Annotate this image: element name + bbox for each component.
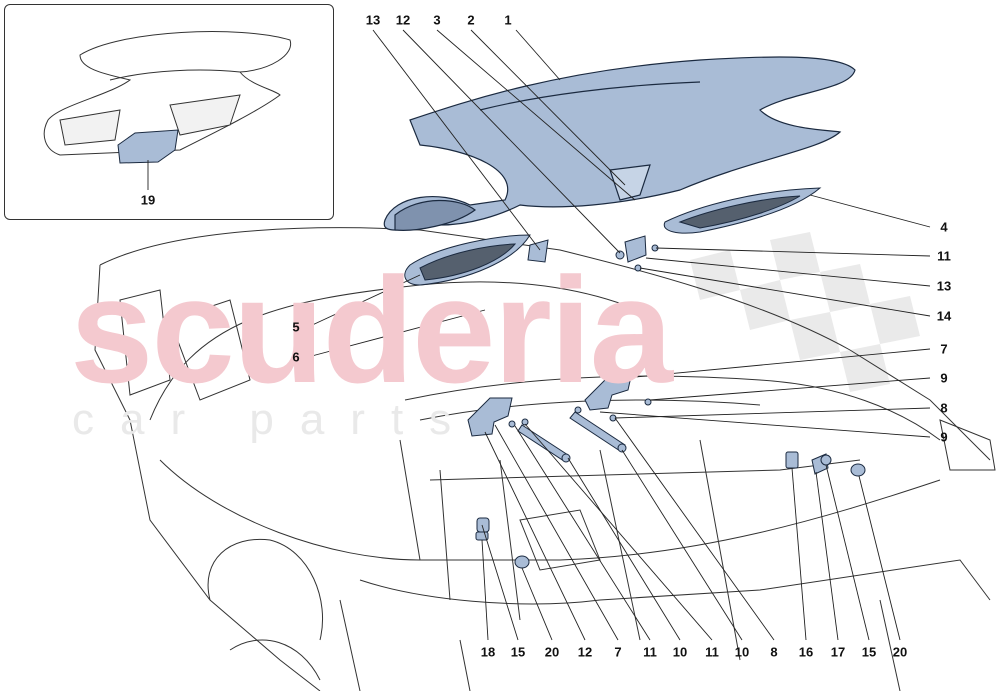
- rubber-stop-part-20b: [850, 463, 866, 477]
- callout-13-top: 13: [365, 12, 381, 28]
- callout-4: 4: [940, 219, 948, 235]
- callout-20-left: 20: [544, 644, 560, 660]
- engine-lid-part-1: [383, 56, 856, 231]
- checkered-flag-watermark: [690, 232, 920, 392]
- car-body-outline: [94, 227, 996, 691]
- callout-12-top: 12: [395, 12, 411, 28]
- callout-8-right: 8: [940, 400, 948, 416]
- callout-11-bottom-a: 11: [643, 644, 657, 660]
- rubber-stop-part-20a: [514, 555, 530, 569]
- callout-10-bottom-b: 10: [734, 644, 750, 660]
- callout-16: 16: [798, 644, 814, 660]
- callout-15-right: 15: [861, 644, 877, 660]
- callout-11-right: 11: [937, 248, 951, 264]
- bracket-part-16: [785, 451, 799, 469]
- callout-14: 14: [936, 308, 952, 324]
- grille-part-5: [404, 234, 531, 286]
- small-parts: [467, 235, 866, 569]
- callout-18: 18: [480, 644, 496, 660]
- callout-2: 2: [467, 12, 475, 28]
- callout-1: 1: [504, 12, 512, 28]
- grille-part-4: [663, 187, 822, 234]
- hinge-part-13b: [624, 235, 647, 263]
- bump-stop-part-15b: [820, 454, 832, 466]
- callout-19: 19: [140, 192, 156, 208]
- callout-12-bottom: 12: [577, 644, 593, 660]
- callout-20-right: 20: [892, 644, 908, 660]
- inset-part-19: [117, 129, 179, 164]
- leader-lines: [147, 29, 931, 641]
- callout-8-bottom: 8: [770, 644, 778, 660]
- callout-6: 6: [292, 349, 300, 365]
- callout-15-left: 15: [510, 644, 526, 660]
- callout-3: 3: [433, 12, 441, 28]
- bump-stop-part-15a: [476, 517, 490, 533]
- callout-9-upper: 9: [940, 370, 948, 386]
- callout-10-bottom-a: 10: [672, 644, 688, 660]
- hinge-part-7-right: [584, 371, 633, 411]
- callout-7-right: 7: [940, 341, 948, 357]
- callout-13-right: 13: [936, 278, 952, 294]
- callout-5: 5: [292, 319, 300, 335]
- inset-engine-lid-view: [43, 31, 292, 156]
- callout-17: 17: [830, 644, 846, 660]
- callout-11-bottom-b: 11: [705, 644, 719, 660]
- callout-9-lower: 9: [940, 429, 948, 445]
- inset-frame: [4, 4, 334, 220]
- bracket-part-13: [527, 239, 549, 263]
- bumper-part-12: [615, 250, 625, 260]
- hinge-part-7-left: [467, 397, 513, 437]
- callout-7-bottom: 7: [614, 644, 622, 660]
